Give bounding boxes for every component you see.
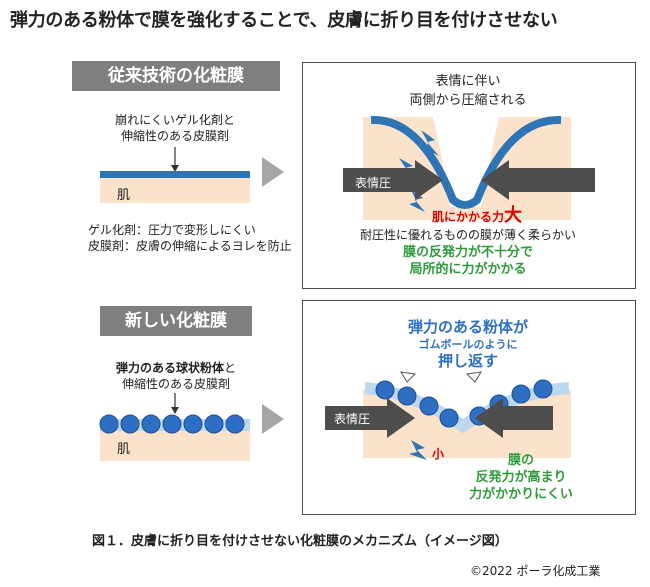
new-film-illustration — [99, 393, 250, 461]
push-back-arrow-icon — [465, 371, 482, 383]
resistance-text: 耐圧性に優れるものの膜が薄く柔らかい — [359, 228, 576, 242]
right-arrow-icon — [262, 157, 284, 187]
new-heading-end: 押し返す — [437, 352, 498, 370]
conventional-pressure-label: 表情圧 — [355, 176, 392, 190]
result-line-1: 膜の反発力が不十分で — [402, 245, 533, 260]
pointer-arrowhead — [171, 165, 179, 172]
conventional-skin-label: 肌 — [117, 188, 131, 203]
pointer-arrowhead — [171, 407, 179, 414]
bead — [225, 414, 245, 434]
new-material-line-2: 伸縮性のある皮膜剤 — [121, 377, 230, 391]
new-result-line-3: 力がかかりにくい — [469, 487, 573, 502]
conventional-panel-heading: 表情に伴い 両側から圧縮される — [302, 72, 634, 110]
bead — [183, 414, 203, 434]
lightning-icon — [409, 440, 427, 460]
film-note: 皮膜剤：皮膚の伸縮によるヨレを防止 — [88, 239, 292, 253]
new-materials: 弾力のある球状粉体と 伸縮性のある皮膜剤 — [82, 360, 270, 392]
conventional-result: 膜の反発力が不十分で 局所的に力がかかる — [302, 244, 634, 278]
page-title: 弾力のある粉体で膜を強化することで、皮膚に折り目を付けさせない — [10, 10, 558, 31]
conventional-material-line-2: 伸縮性のある皮膜剤 — [120, 129, 229, 143]
new-badge: 新しい化粧膜 — [100, 306, 252, 336]
right-pressure-arrow — [481, 160, 595, 200]
bead — [419, 396, 439, 416]
conventional-materials: 崩れにくいゲル化剤と 伸縮性のある皮膜剤 — [95, 112, 255, 144]
bead — [533, 379, 553, 399]
lightning-icon — [421, 130, 439, 156]
new-pressure-label: 表情圧 — [334, 412, 371, 426]
film-fold — [370, 115, 562, 209]
bead — [204, 414, 224, 434]
heading-line-1: 表情に伴い — [435, 74, 501, 89]
new-heading-sub: ゴムボールのように — [418, 338, 518, 351]
conventional-material-line-1: 崩れにくいゲル化剤と — [115, 113, 235, 127]
new-result-line-1: 膜の — [507, 453, 534, 468]
heading-line-2: 両側から圧縮される — [409, 93, 527, 108]
bead — [439, 408, 459, 428]
new-material-rest: と — [224, 361, 237, 375]
new-heading-main: 弾力のある粉体が — [407, 318, 528, 336]
new-skin-label: 肌 — [117, 442, 131, 457]
gel-note: ゲル化剤：圧力で変形しにくい — [88, 223, 256, 237]
conventional-badge: 従来技術の化粧膜 — [72, 61, 280, 91]
force-size-large: 大 — [504, 205, 523, 226]
new-material-bold: 弾力のある球状粉体 — [115, 361, 224, 375]
bead — [141, 414, 161, 434]
new-result-line-2: 反発力が高まり — [475, 470, 567, 485]
bead — [375, 380, 395, 400]
result-line-2: 局所的に力がかかる — [409, 262, 527, 277]
bead — [511, 384, 531, 404]
bead — [120, 414, 140, 434]
figure-caption: 図１．皮膚に折り目を付けさせない化粧膜のメカニズム（イメージ図） — [92, 534, 508, 549]
right-arrow-icon — [262, 404, 284, 434]
force-text: 肌にかかる力 — [432, 210, 505, 224]
bead-row — [99, 414, 245, 434]
left-pressure-arrow — [343, 160, 443, 200]
bead — [162, 414, 182, 434]
force-size-small: 小 — [432, 447, 445, 461]
film-layer — [100, 171, 250, 178]
push-back-arrow-icon — [400, 371, 417, 383]
right-pressure-arrow — [475, 398, 553, 438]
bead — [99, 414, 119, 434]
new-compression-illustration — [325, 371, 571, 460]
conventional-film-illustration — [100, 147, 250, 203]
left-pressure-arrow — [325, 398, 415, 438]
conventional-notes: ゲル化剤：圧力で変形しにくい 皮膜剤：皮膚の伸縮によるヨレを防止 — [88, 222, 292, 254]
conventional-compression-illustration — [343, 115, 595, 220]
lightning-icon — [399, 158, 417, 182]
bead — [397, 386, 417, 406]
force-label: 肌にかかる力大 — [432, 201, 522, 227]
copyright: ©2022 ポーラ化成工業 — [470, 564, 601, 578]
new-result: 膜の 反発力が高まり 力がかかりにくい — [456, 452, 586, 503]
